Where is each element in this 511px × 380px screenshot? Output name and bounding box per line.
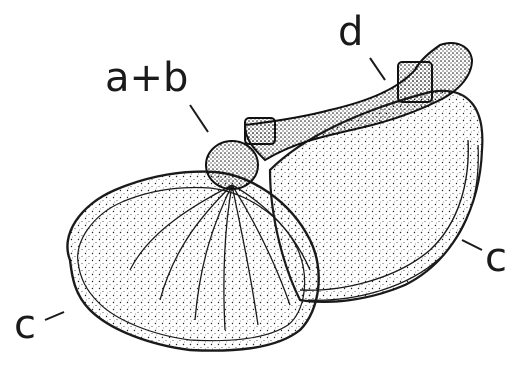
label-d: d (338, 12, 363, 52)
apex-a-b (206, 141, 258, 189)
label-a-plus-b: a+b (105, 58, 188, 98)
label-c-left: c (14, 305, 36, 345)
label-c-right: c (485, 238, 507, 278)
